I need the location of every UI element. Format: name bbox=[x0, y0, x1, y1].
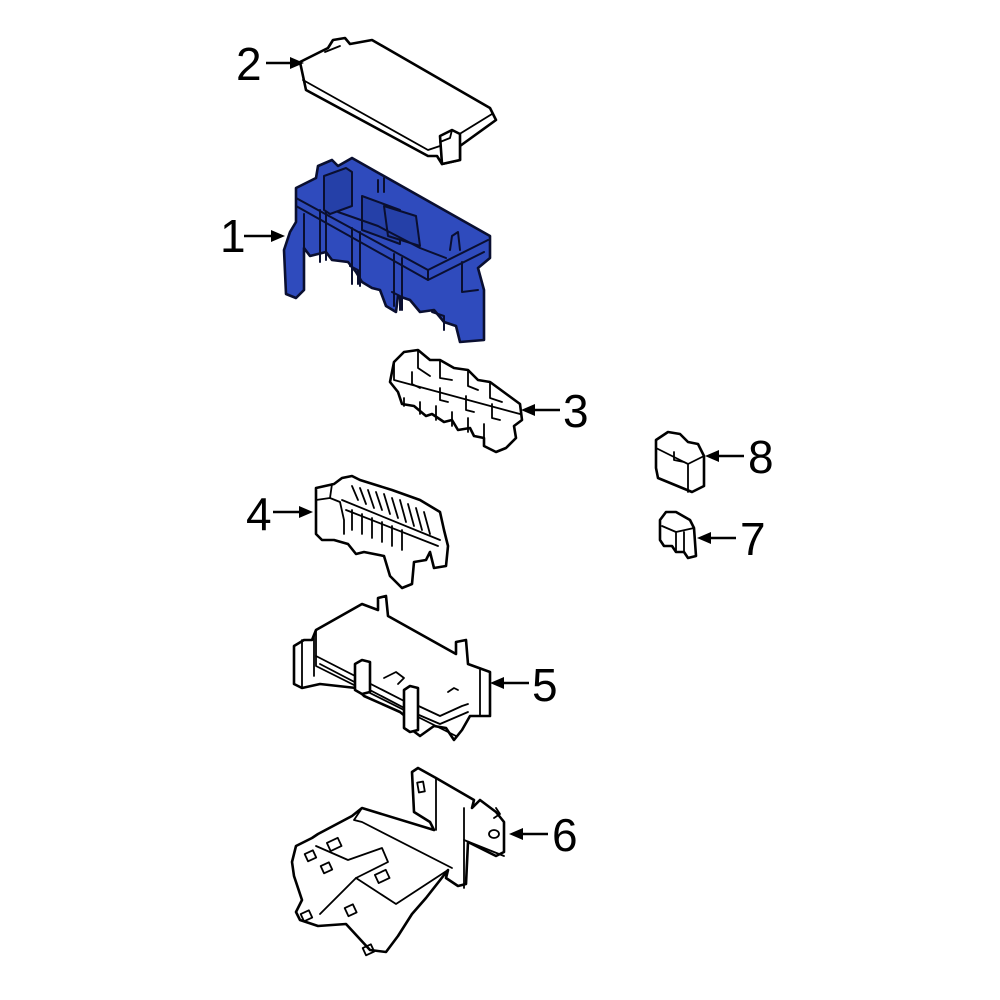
callout-4: 4 bbox=[246, 488, 313, 540]
part-4-fuse-block[interactable] bbox=[314, 474, 450, 590]
callout-7: 7 bbox=[697, 513, 766, 565]
part-3-relay-block[interactable] bbox=[388, 348, 524, 454]
callout-6: 6 bbox=[509, 809, 578, 861]
callout-1: 1 bbox=[220, 210, 285, 262]
svg-text:1: 1 bbox=[220, 210, 246, 262]
svg-text:5: 5 bbox=[532, 659, 558, 711]
svg-text:2: 2 bbox=[236, 38, 262, 90]
svg-text:6: 6 bbox=[552, 809, 578, 861]
callout-2: 2 bbox=[236, 38, 304, 90]
part-8-relay[interactable] bbox=[654, 430, 706, 494]
part-5-lower-cover[interactable] bbox=[292, 594, 492, 742]
svg-text:7: 7 bbox=[740, 513, 766, 565]
callout-3: 3 bbox=[521, 385, 589, 437]
callout-8: 8 bbox=[705, 431, 774, 483]
svg-text:4: 4 bbox=[246, 488, 272, 540]
part-6-bracket[interactable] bbox=[290, 766, 506, 957]
part-1-housing[interactable] bbox=[282, 156, 492, 344]
svg-text:8: 8 bbox=[748, 431, 774, 483]
part-2-cover[interactable] bbox=[298, 36, 498, 166]
callout-5: 5 bbox=[490, 659, 558, 711]
part-7-fuse[interactable] bbox=[658, 510, 698, 560]
svg-text:3: 3 bbox=[563, 385, 589, 437]
